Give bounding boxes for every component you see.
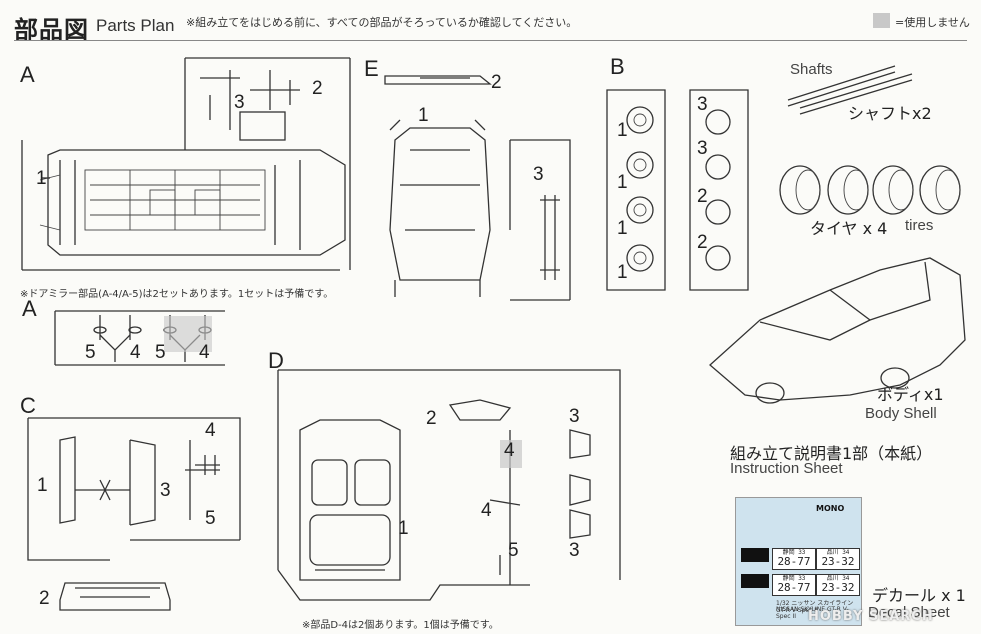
watermark: HOBBY SEARCH — [808, 609, 934, 624]
part-d3-number: 3 — [569, 406, 580, 427]
part-b3-number: 3 — [697, 94, 708, 115]
part-b3b-number: 3 — [697, 138, 708, 159]
section-d-label: D — [268, 348, 284, 373]
decal-plate-2-region: 品川 34 — [826, 549, 850, 556]
part-b2b-number: 2 — [697, 232, 708, 253]
shafts-label-en: Shafts — [790, 61, 833, 78]
part-a5-number: 5 — [85, 342, 96, 363]
decal-label-jp: デカール x 1 — [872, 586, 966, 605]
tires-label-jp: タイヤ x 4 — [810, 219, 888, 238]
d4-note: ※部品D-4は2個あります。1個は予備です。 — [302, 620, 499, 631]
decal-plate-3-number: 28-77 — [777, 581, 811, 594]
body-shell-art — [709, 257, 966, 404]
sprue-b-wheels — [606, 89, 749, 291]
tires-art — [779, 165, 961, 215]
decal-sheet: MONO 静岡 33 28-77 品川 34 23-32 静岡 33 28-77… — [735, 497, 862, 626]
section-a-label: A — [20, 62, 35, 87]
part-e3-number: 3 — [533, 164, 544, 185]
sprue-e — [384, 75, 571, 301]
part-a4-spare-number: 4 — [199, 342, 210, 363]
instruction-label-en: Instruction Sheet — [730, 460, 843, 477]
part-d1-number: 1 — [398, 518, 409, 539]
decal-plate-4: 品川 34 23-32 — [816, 574, 860, 596]
part-a3-number: 3 — [234, 92, 245, 113]
part-a1-number: 1 — [36, 168, 47, 189]
section-c-label: C — [20, 393, 36, 418]
decal-plate-3-region: 静岡 33 — [782, 575, 806, 582]
section-e-label: E — [364, 56, 379, 81]
part-b1d-number: 1 — [617, 262, 628, 283]
decal-plate-4-region: 品川 34 — [826, 575, 850, 582]
part-a5-spare-number: 5 — [155, 342, 166, 363]
part-b1-number: 1 — [617, 120, 628, 141]
decal-plate-1-number: 28-77 — [777, 555, 811, 568]
section-a-mirror-label: A — [22, 296, 37, 321]
unused-legend-swatch — [873, 13, 890, 28]
part-a2-number: 2 — [312, 78, 323, 99]
a-mirror-note: ※ドアミラー部品(A-4/A-5)は2セットあります。1セットは予備です。 — [20, 289, 334, 300]
decal-caption-en: NISSAN SKYLINE GT-R V-Spec II — [776, 606, 849, 620]
part-c4-number: 4 — [205, 420, 216, 441]
decal-plate-3: 静岡 33 28-77 — [772, 574, 816, 596]
unused-legend-label: =使用しません — [895, 16, 970, 29]
tires-label-en: tires — [905, 217, 934, 234]
body-label-jp: ボディx1 — [877, 385, 944, 404]
decal-label-en: Decal Sheet — [868, 604, 950, 621]
part-b2-number: 2 — [697, 186, 708, 207]
shafts-art — [787, 65, 913, 115]
decal-emblem — [741, 548, 769, 562]
part-d3b-number: 3 — [569, 540, 580, 561]
decal-caption-jp: 1/32 ニッサン スカイライン GT-R V-Spec II — [776, 600, 854, 614]
part-d2-number: 2 — [426, 408, 437, 429]
header-divider — [14, 40, 967, 41]
part-d4-number: 4 — [504, 440, 515, 461]
shafts-label-jp: シャフトx2 — [848, 104, 932, 123]
part-d5-number: 5 — [508, 540, 519, 561]
section-b-label: B — [610, 54, 625, 79]
decal-gtr-badge — [741, 574, 769, 588]
part-c2-number: 2 — [39, 588, 50, 609]
sprue-c-frame — [27, 417, 241, 561]
part-c1-number: 1 — [37, 475, 48, 496]
decal-brand: MONO — [816, 504, 845, 513]
page-title: 部品図 — [14, 16, 89, 44]
decal-plate-1-region: 静岡 33 — [782, 549, 806, 556]
part-b1c-number: 1 — [617, 218, 628, 239]
part-a4-number: 4 — [130, 342, 141, 363]
sprue-a-chassis — [21, 57, 351, 271]
part-e2-number: 2 — [491, 72, 502, 93]
sprue-a-mirrors — [54, 310, 225, 366]
sprue-d — [277, 369, 621, 601]
decal-plate-4-number: 23-32 — [821, 581, 855, 594]
part-d4b-number: 4 — [481, 500, 492, 521]
c2-bumper — [59, 582, 171, 611]
body-label-en: Body Shell — [865, 405, 937, 422]
instruction-label-jp: 組み立て説明書1部（本紙） — [730, 444, 933, 463]
instruction-note: ※組み立てをはじめる前に、すべての部品がそろっているか確認してください。 — [186, 16, 578, 29]
decal-plate-2: 品川 34 23-32 — [816, 548, 860, 570]
part-c5-number: 5 — [205, 508, 216, 529]
part-e1-number: 1 — [418, 105, 429, 126]
decal-plate-1: 静岡 33 28-77 — [772, 548, 816, 570]
decal-plate-2-number: 23-32 — [821, 555, 855, 568]
page-subtitle: Parts Plan — [96, 16, 175, 35]
part-b1b-number: 1 — [617, 172, 628, 193]
part-c3-number: 3 — [160, 480, 171, 501]
